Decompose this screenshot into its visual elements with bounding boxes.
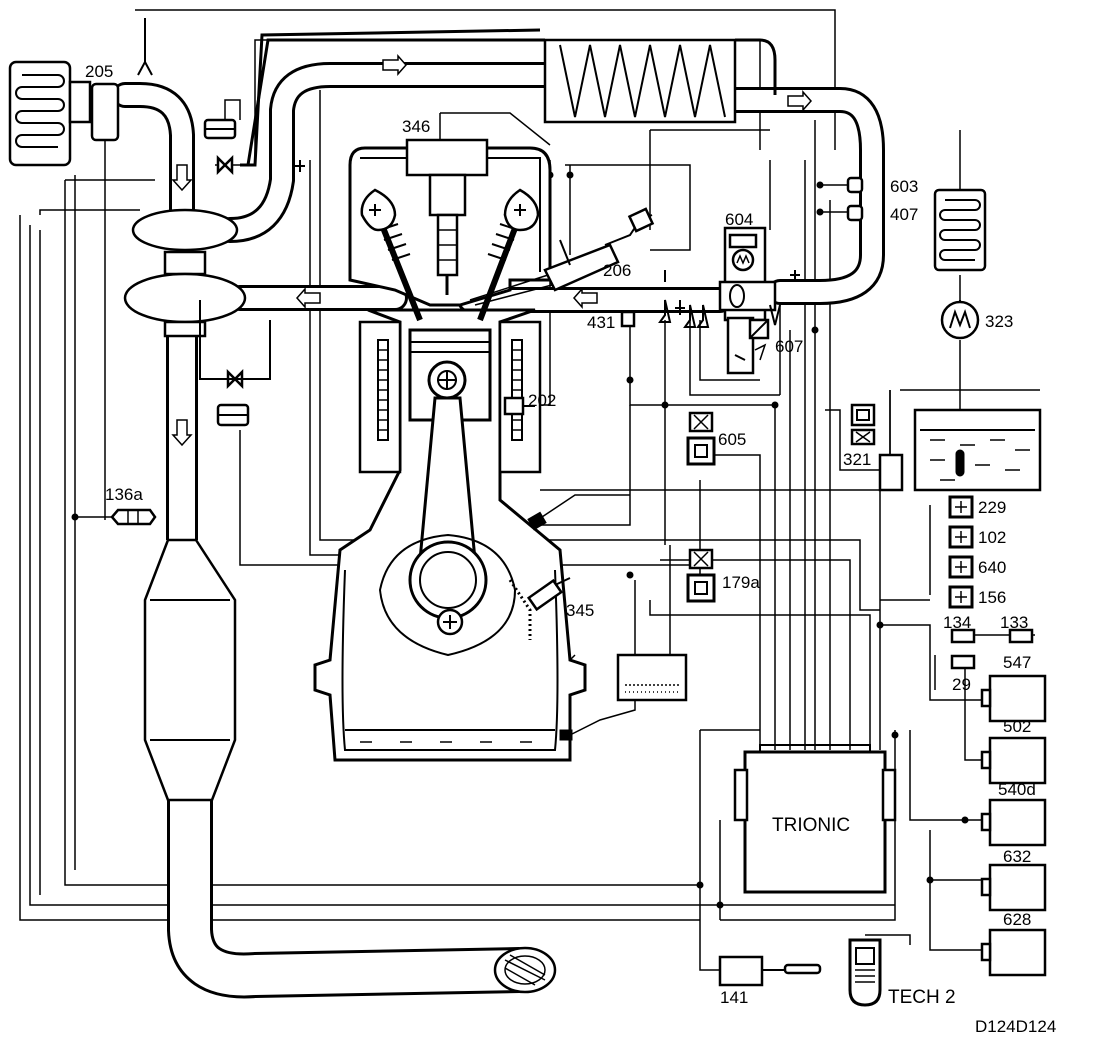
label-540d: 540d: [998, 780, 1036, 799]
label-431: 431: [587, 313, 615, 332]
sensors-603-407: [846, 176, 864, 222]
label-323: 323: [985, 312, 1013, 331]
label-607: 607: [775, 337, 803, 356]
device-547: [980, 674, 1047, 723]
label-407: 407: [890, 205, 918, 224]
label-156: 156: [978, 588, 1006, 607]
wastegate-valves: [199, 118, 271, 427]
label-345: 345: [566, 601, 594, 620]
knock-sensor: [527, 511, 573, 741]
label-102: 102: [978, 528, 1006, 547]
catalytic-converter: [143, 538, 237, 802]
manifold-connectors: [295, 160, 800, 328]
label-133: 133: [1000, 613, 1028, 632]
label-202: 202: [528, 391, 556, 410]
label-205: 205: [85, 62, 113, 81]
label-tech2: TECH 2: [888, 987, 956, 1008]
device-628: [980, 928, 1047, 977]
flow-arrows: [171, 54, 813, 447]
drawing-code: D124D124: [975, 1017, 1056, 1036]
sensor-202: [503, 396, 535, 416]
label-628: 628: [1003, 910, 1031, 929]
device-502: [980, 736, 1047, 785]
valve-179a: [686, 548, 716, 603]
relay-321: [850, 403, 876, 446]
component-labels: 205 346 604 603 407 206 431 607 323 202 …: [85, 62, 1056, 1036]
label-179a: 179a: [722, 573, 760, 592]
label-136a: 136a: [105, 485, 143, 504]
valve-605: [686, 411, 716, 466]
label-141: 141: [720, 988, 748, 1007]
label-603: 603: [890, 177, 918, 196]
intercooler: [543, 38, 737, 124]
coolant-radiator: [878, 188, 1042, 492]
label-547: 547: [1003, 653, 1031, 672]
engine-block: [313, 112, 655, 762]
label-640: 640: [978, 558, 1006, 577]
vacuum-line: [240, 28, 777, 167]
label-321: 321: [843, 450, 871, 469]
label-29: 29: [952, 675, 971, 694]
tech2-scanner-icon: [848, 938, 882, 1007]
sensor-136a: [110, 508, 157, 526]
label-502: 502: [1003, 717, 1031, 736]
throttle-body-604: [718, 226, 777, 375]
sensor-205: [90, 18, 153, 142]
label-632: 632: [1003, 847, 1031, 866]
junction-dots: [71, 171, 969, 909]
sensor-345: [526, 577, 571, 612]
turbocharger: [123, 208, 247, 338]
label-346: 346: [402, 117, 430, 136]
label-605: 605: [718, 430, 746, 449]
trionic-ecu: [733, 744, 897, 894]
connector-141: [718, 955, 822, 987]
device-540d: [980, 798, 1047, 847]
exhaust-pipe: [166, 330, 557, 999]
fuse-connectors: [948, 495, 1034, 670]
charcoal-canister: [616, 653, 688, 702]
label-134: 134: [943, 613, 971, 632]
label-229: 229: [978, 498, 1006, 517]
air-filter-icon: [8, 60, 92, 167]
label-604: 604: [725, 210, 753, 229]
device-632: [980, 863, 1047, 912]
wiring-harness: [19, 9, 1040, 971]
label-trionic: TRIONIC: [772, 815, 850, 836]
label-206: 206: [603, 261, 631, 280]
